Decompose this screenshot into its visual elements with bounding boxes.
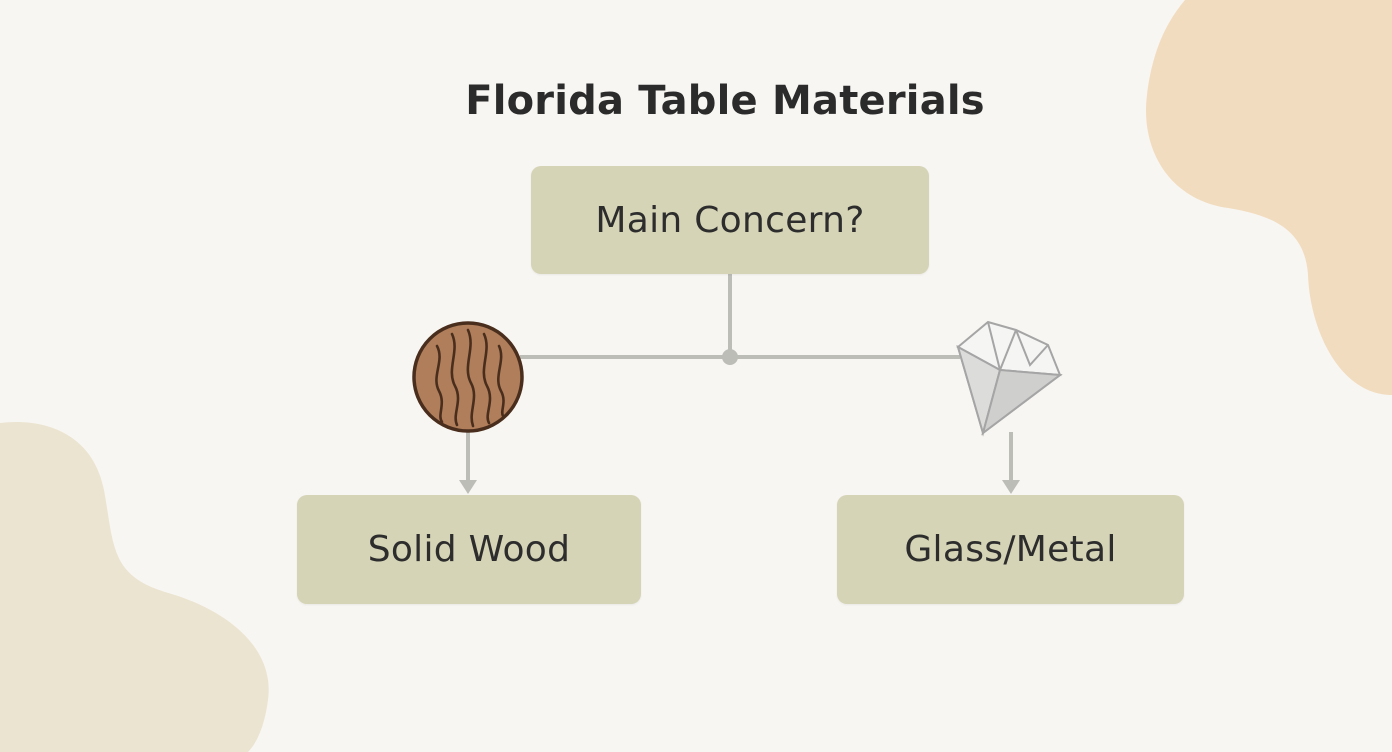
connector-junction-dot — [722, 349, 738, 365]
node-solid-wood: Solid Wood — [297, 495, 641, 604]
arrowhead-wood — [459, 480, 477, 494]
node-glass-metal-label: Glass/Metal — [904, 529, 1117, 570]
node-main-concern: Main Concern? — [531, 166, 929, 274]
blob-top-right — [1145, 0, 1392, 395]
blob-bottom-left — [0, 421, 269, 752]
diagram-title: Florida Table Materials — [465, 78, 985, 124]
arrowhead-glass — [1002, 480, 1020, 494]
node-solid-wood-label: Solid Wood — [367, 529, 571, 570]
node-glass-metal: Glass/Metal — [837, 495, 1184, 604]
node-main-concern-label: Main Concern? — [595, 199, 865, 241]
